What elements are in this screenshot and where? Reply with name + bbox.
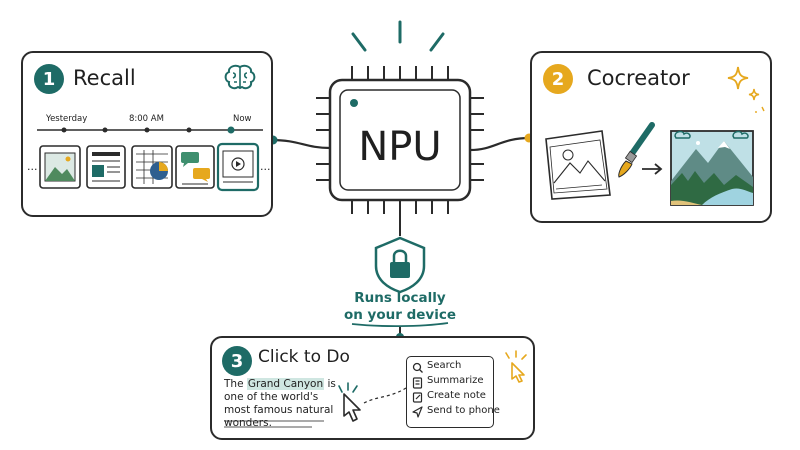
clicktodo-title: Click to Do bbox=[258, 347, 350, 367]
cocreator-panel: 2 Cocreator bbox=[530, 51, 772, 223]
clicktodo-panel: 3 Click to Do The Gra bbox=[210, 336, 535, 440]
cursor-icon bbox=[343, 393, 361, 422]
search-icon bbox=[412, 362, 423, 373]
menu-item-search[interactable]: Search bbox=[427, 360, 462, 371]
recall-number-badge: 1 bbox=[34, 64, 64, 94]
snapshot-chat bbox=[175, 145, 215, 189]
cloud-icon bbox=[674, 130, 749, 139]
highlighted-entity: Grand Canyon bbox=[246, 378, 325, 390]
landscape-painting bbox=[670, 130, 754, 206]
recall-ellipsis-right: ... bbox=[260, 160, 271, 173]
note-icon bbox=[412, 392, 423, 403]
timeline-start-label: Yesterday bbox=[46, 114, 88, 124]
timeline-mid-label: 8:00 AM bbox=[129, 114, 164, 124]
gold-cursor-icon bbox=[505, 350, 527, 383]
timeline-end-label: Now bbox=[233, 114, 252, 124]
action-menu: Search Summarize Create note Send to pho… bbox=[406, 356, 500, 428]
wire-recall bbox=[270, 138, 331, 150]
npu-label: NPU bbox=[358, 124, 442, 170]
summarize-icon bbox=[412, 377, 423, 389]
cocreator-title: Cocreator bbox=[587, 66, 690, 90]
snapshot-video bbox=[216, 142, 260, 192]
sample-text-after: is one of the world's most famous natura… bbox=[224, 378, 336, 429]
wire-cocreator bbox=[469, 136, 531, 152]
transform-arrow bbox=[642, 163, 663, 175]
glow-rays bbox=[351, 20, 445, 52]
sample-text-before: The bbox=[224, 378, 247, 390]
cocreator-number-badge: 2 bbox=[543, 64, 573, 94]
runs-locally-label: Runs locally on your device bbox=[330, 290, 470, 324]
clicktodo-decor bbox=[224, 350, 527, 428]
runs-locally-line2: on your device bbox=[343, 307, 457, 323]
snapshot-spreadsheet bbox=[131, 145, 173, 189]
menu-item-summarize[interactable]: Summarize bbox=[427, 375, 484, 386]
cocreator-illustration bbox=[545, 122, 754, 206]
local-underline bbox=[351, 322, 449, 328]
recall-ellipsis-left: ... bbox=[27, 160, 38, 173]
runs-locally-line1: Runs locally bbox=[354, 290, 446, 306]
menu-item-create-note[interactable]: Create note bbox=[427, 390, 486, 401]
clicktodo-sample-text: The Grand Canyon is one of the world's m… bbox=[224, 378, 344, 430]
action-menu-icons bbox=[412, 362, 423, 418]
recall-timeline bbox=[37, 126, 263, 134]
sketch-paper bbox=[545, 130, 611, 200]
recall-snapshots bbox=[39, 142, 260, 192]
menu-item-send-to-phone[interactable]: Send to phone bbox=[427, 405, 500, 416]
send-icon bbox=[412, 406, 423, 418]
recall-panel: 1 Recall Yesterday 8:00 AM Now ... ... bbox=[21, 51, 273, 217]
npu-chip-inner bbox=[339, 89, 461, 191]
paintbrush-icon bbox=[618, 122, 655, 178]
sparkle-icon bbox=[727, 66, 765, 113]
snapshot-document bbox=[86, 145, 126, 189]
chip-pins bbox=[316, 66, 484, 214]
chip-dot bbox=[350, 99, 358, 107]
brain-icon bbox=[224, 64, 256, 90]
clicktodo-number-badge: 3 bbox=[222, 346, 252, 376]
snapshot-photo bbox=[39, 145, 81, 189]
lock-shield-icon bbox=[374, 236, 426, 294]
npu-chip bbox=[328, 78, 472, 202]
recall-title: Recall bbox=[73, 66, 136, 90]
